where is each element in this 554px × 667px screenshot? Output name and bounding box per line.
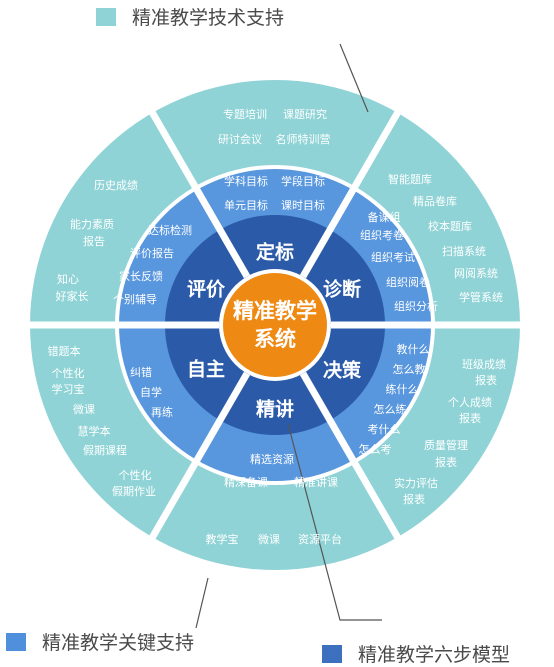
outer-left-top-3: 知心 (57, 272, 79, 286)
step-top: 定标 (256, 241, 294, 264)
middle-bottom-0: 精选资源 (250, 452, 294, 466)
middle-right-top-0: 备课组 (368, 210, 401, 224)
outer-right-top-1: 精品卷库 (413, 194, 457, 208)
middle-right-bottom-3: 怎么练 (374, 402, 407, 416)
middle-right-top-2: 组织考试 (371, 250, 415, 264)
outer-left-bottom-2: 学习宝 (52, 382, 85, 396)
middle-right-top-3: 组织阅卷 (386, 275, 430, 289)
outer-right-bottom-6: 实力评估 (394, 476, 438, 490)
legend-inner: 精准教学六步模型 (322, 640, 510, 667)
legend-outer-swatch (96, 7, 116, 26)
outer-left-bottom-3: 微课 (73, 402, 95, 416)
outer-right-bottom-4: 质量管理 (424, 438, 468, 452)
leader-middle (195, 577, 209, 629)
middle-left-bottom-1: 自学 (140, 385, 162, 399)
sector-gap (147, 371, 251, 542)
outer-right-bottom-3: 报表 (459, 411, 481, 425)
middle-right-bottom-1: 怎么教 (393, 362, 426, 376)
outer-right-bottom-7: 报表 (403, 492, 425, 506)
legend-middle: 精准教学关键支持 (6, 628, 194, 655)
outer-left-bottom-7: 假期作业 (112, 484, 156, 498)
outer-right-top-5: 学管系统 (459, 290, 503, 304)
outer-left-bottom-4: 慧学本 (78, 424, 111, 438)
outer-top-3: 名师特训营 (276, 132, 331, 146)
middle-top-2: 单元目标 (224, 198, 268, 212)
outer-right-top-0: 智能题库 (388, 172, 432, 186)
legend-inner-swatch (322, 644, 342, 663)
middle-top-1: 学段目标 (281, 174, 325, 188)
middle-left-top-1: 评价报告 (130, 246, 174, 260)
middle-left-bottom-2: 再练 (151, 405, 173, 419)
middle-left-top-2: 家长反馈 (119, 269, 163, 283)
outer-right-top-2: 校本题库 (428, 219, 472, 233)
outer-bottom-2: 资源平台 (298, 532, 342, 546)
middle-bottom-1: 精深备课 (224, 475, 268, 489)
outer-left-bottom-6: 个性化 (119, 468, 152, 482)
sector-gap (299, 371, 403, 542)
step-bottom: 精讲 (256, 398, 294, 421)
legend-inner-label: 精准教学六步模型 (358, 644, 511, 666)
outer-left-bottom-0: 错题本 (48, 344, 81, 358)
center-title-line2: 系统 (254, 327, 296, 351)
outer-left-bottom-5: 假期课程 (83, 443, 127, 457)
middle-right-top-4: 组织分析 (394, 299, 438, 313)
leader-lines (195, 43, 382, 629)
outer-left-top-1: 能力素质 (70, 217, 114, 231)
outer-top-1: 课题研究 (283, 107, 327, 121)
middle-right-top-1: 组织考卷 (360, 228, 404, 242)
leader-outer (339, 43, 369, 113)
middle-left-top-0: 达标检测 (148, 223, 192, 237)
outer-top-0: 专题培训 (223, 107, 267, 121)
outer-top-2: 研讨会议 (218, 133, 262, 146)
outer-left-top-2: 报告 (83, 234, 105, 248)
sector-gap (299, 108, 403, 279)
legend-middle-label: 精准教学关键支持 (42, 632, 195, 654)
middle-left-top-3: 个别辅导 (113, 292, 157, 306)
sector-gap (147, 108, 251, 279)
outer-right-top-4: 网阅系统 (454, 267, 498, 280)
middle-right-bottom-0: 教什么 (397, 343, 430, 356)
middle-right-bottom-2: 练什么 (386, 382, 419, 396)
step-left-top: 评价 (187, 279, 226, 301)
center-circle (219, 269, 331, 381)
legend-outer-label: 精准教学技术支持 (132, 7, 285, 29)
center-fill (223, 273, 327, 377)
legend-outer: 精准教学技术支持 (96, 3, 284, 30)
outer-right-bottom-1: 报表 (475, 373, 497, 387)
outer-bottom-0: 教学宝 (206, 532, 239, 546)
outer-right-bottom-2: 个人成绩 (448, 396, 492, 409)
middle-bottom-2: 精准讲课 (294, 475, 338, 489)
outer-left-top-4: 好家长 (56, 289, 89, 303)
legend-middle-swatch (6, 632, 26, 651)
leader-inner (287, 423, 382, 621)
step-right-top: 诊断 (323, 278, 361, 301)
middle-top-3: 课时目标 (281, 198, 325, 212)
labels: 精准教学系统 定标诊断决策精讲 自主 评价 学科目标学段目标单元目标课时目标备课组组织考… (48, 107, 507, 546)
middle-top-0: 学科目标 (224, 174, 268, 188)
outer-bottom-1: 微课 (258, 532, 280, 546)
sector-gaps (27, 108, 523, 542)
middle-right-bottom-4: 考什么 (368, 423, 401, 436)
outer-left-bottom-1: 个性化 (52, 366, 85, 380)
outer-right-bottom-0: 班级成绩 (462, 358, 506, 371)
middle-left-bottom-0: 纠错 (130, 365, 152, 379)
outer-right-top-3: 扫描系统 (442, 244, 486, 258)
step-right-bottom: 决策 (323, 359, 362, 382)
middle-right-bottom-5: 怎么考 (359, 442, 392, 456)
outer-right-bottom-5: 报表 (435, 455, 457, 469)
outer-left-top-0: 历史成绩 (94, 179, 138, 192)
center-title-line1: 精准教学 (233, 299, 317, 323)
step-left-bottom: 自主 (187, 358, 225, 381)
